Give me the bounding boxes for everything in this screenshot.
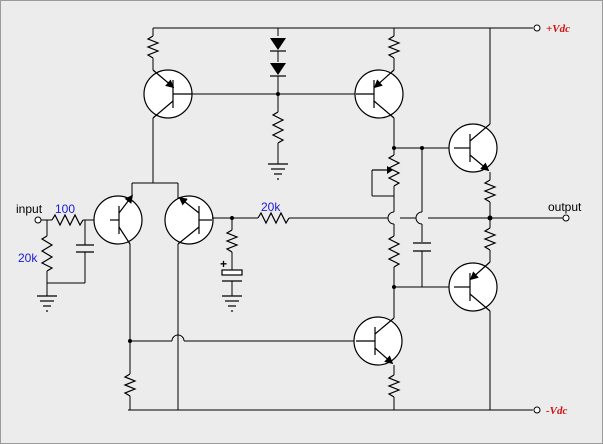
resistor-bias — [271, 111, 285, 144]
resistor-tail-top — [146, 35, 160, 59]
transistor-q5-icon — [353, 316, 403, 366]
resistor-q1-load — [123, 373, 137, 397]
resistor-100: 100 — [51, 202, 84, 227]
transistor-q-out-npn-icon — [448, 123, 498, 173]
resistor-vas-top — [387, 35, 401, 59]
diode-2-icon — [270, 63, 286, 77]
negative-rail: -Vdc — [128, 405, 568, 417]
resistor-vas-mid — [387, 235, 401, 268]
positive-rail-label: +Vdc — [546, 23, 570, 35]
resistor-100-label: 100 — [55, 202, 75, 216]
resistor-feedback-shunt — [225, 229, 239, 253]
cap-plus-label: + — [220, 257, 227, 271]
transistor-q3-icon — [143, 69, 193, 119]
positive-rail: +Vdc — [153, 23, 570, 35]
input-label: input — [16, 202, 43, 216]
compensation-capacitor — [413, 242, 431, 252]
transistor-q1-icon — [93, 194, 143, 245]
ground-icon-bias — [268, 163, 288, 180]
resistor-emitter-bottom — [483, 227, 497, 251]
resistor-20k-input-label: 20k — [18, 251, 38, 265]
transistor-q2-icon — [164, 195, 214, 245]
transistor-q4-icon — [354, 69, 404, 119]
resistor-emitter-top — [483, 179, 497, 203]
resistor-20k-input: 20k — [18, 235, 54, 272]
resistor-vas-bottom — [387, 374, 401, 398]
transistor-q-out-pnp-icon — [448, 261, 498, 312]
electrolytic-capacitor: + — [220, 257, 243, 282]
ground-icon-feedback — [222, 295, 242, 312]
negative-rail-label: -Vdc — [546, 405, 568, 417]
output-label: output — [548, 200, 582, 214]
resistor-20k-feedback-label: 20k — [261, 200, 281, 214]
ground-icon — [37, 295, 57, 312]
resistor-20k-feedback: 20k — [257, 200, 290, 225]
input-terminal: input — [16, 202, 43, 224]
diode-1-icon — [270, 38, 286, 52]
output-terminal: output — [548, 200, 582, 222]
potentiometer-icon — [372, 154, 401, 187]
input-capacitor — [76, 244, 94, 253]
